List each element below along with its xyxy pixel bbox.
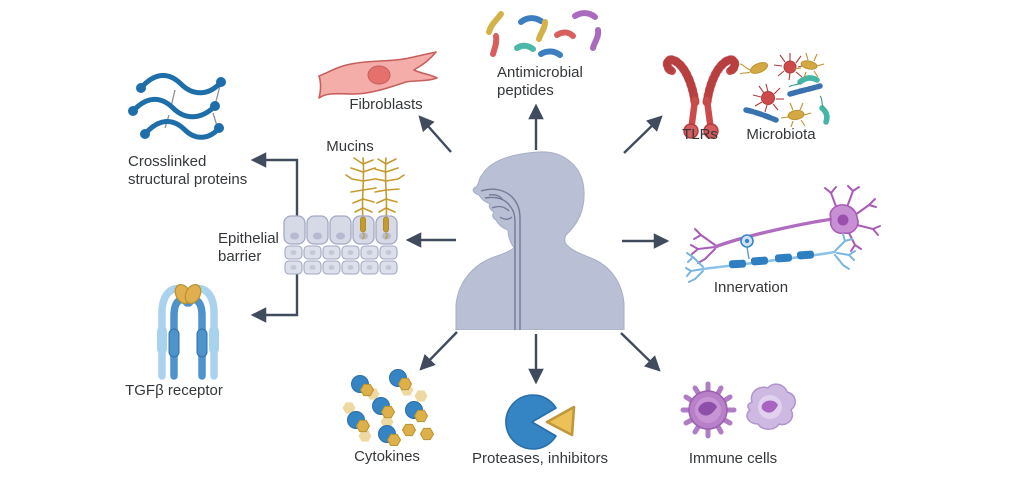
antimicrobial-peptides-icon	[486, 10, 602, 58]
fibroblast-icon	[318, 51, 438, 99]
label-tlrs: TLRs	[682, 126, 718, 143]
label-epithelial-barrier: Epithelial barrier	[218, 230, 279, 266]
label-immune-cells: Immune cells	[688, 450, 778, 467]
tgfb-receptor-icon	[157, 283, 219, 380]
immune-cells-icon	[680, 381, 796, 439]
crosslinked-proteins-icon	[128, 73, 226, 140]
human-upper-airway-icon	[455, 151, 625, 330]
label-crosslinked-structural-proteins: Crosslinked structural proteins	[128, 153, 248, 189]
protease-pacman-icon	[505, 394, 576, 450]
label-microbiota: Microbiota	[746, 126, 816, 143]
elbow-arrow-to-tgfb-receptor	[250, 268, 299, 323]
label-antimicrobial-peptides: Antimicrobial peptides	[497, 64, 583, 100]
arrow-to-cytokines	[419, 331, 458, 371]
mucins-icon	[345, 157, 405, 221]
arrow-to-tlrs-microbiota	[623, 115, 663, 154]
arrow-to-immune-cells	[620, 332, 661, 372]
label-mucins: Mucins	[326, 138, 374, 155]
arrow-to-fibroblasts	[418, 115, 452, 153]
cytokines-icon	[342, 369, 434, 446]
label-cytokines: Cytokines	[354, 448, 420, 465]
microbiota-icon	[739, 52, 830, 128]
neurons-icon	[685, 185, 881, 283]
label-innervation: Innervation	[713, 279, 789, 296]
tlr-receptor-icon	[662, 55, 740, 139]
label-fibroblasts: Fibroblasts	[349, 96, 423, 113]
label-proteases-inhibitors: Proteases, inhibitors	[472, 450, 608, 467]
label-tgfb-receptor: TGFβ receptor	[125, 382, 223, 399]
epithelial-barrier-icon	[283, 215, 398, 275]
elbow-arrow-to-crosslinked-proteins	[250, 152, 299, 228]
